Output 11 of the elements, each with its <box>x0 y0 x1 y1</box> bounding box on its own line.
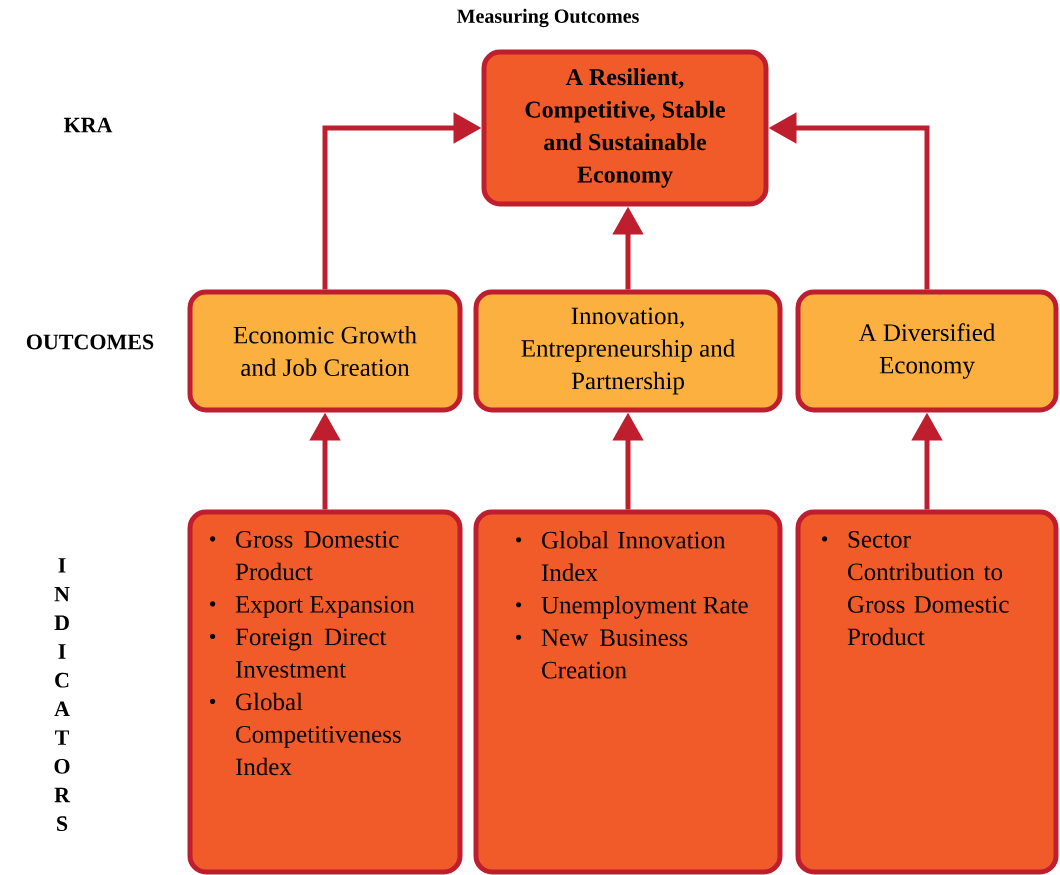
indicator-box: Sector Contribution to Gross Domestic Product <box>795 509 1059 875</box>
outcome-box: A Diversified Economy <box>795 289 1059 413</box>
indicator-box: Gross Domestic Product Export Expansion Foreign Direct Investment Global Competitiveness Index <box>187 509 463 875</box>
outcome-box: Innovation, Entrepreneurship and Partnership <box>473 289 783 413</box>
goal-box: A Resilient, Competitive, Stable and Sustainable Economy <box>481 49 769 207</box>
row-label: KRA <box>63 117 113 133</box>
indicator-box: Global Innovation Index Unemployment Rate New Business Creation <box>473 509 783 875</box>
row-label: INDICATORS <box>54 558 71 832</box>
outcome-box: Economic Growth and Job Creation <box>187 289 463 413</box>
row-label: OUTCOMES <box>26 334 154 350</box>
title: Measuring Outcomes <box>457 8 639 28</box>
